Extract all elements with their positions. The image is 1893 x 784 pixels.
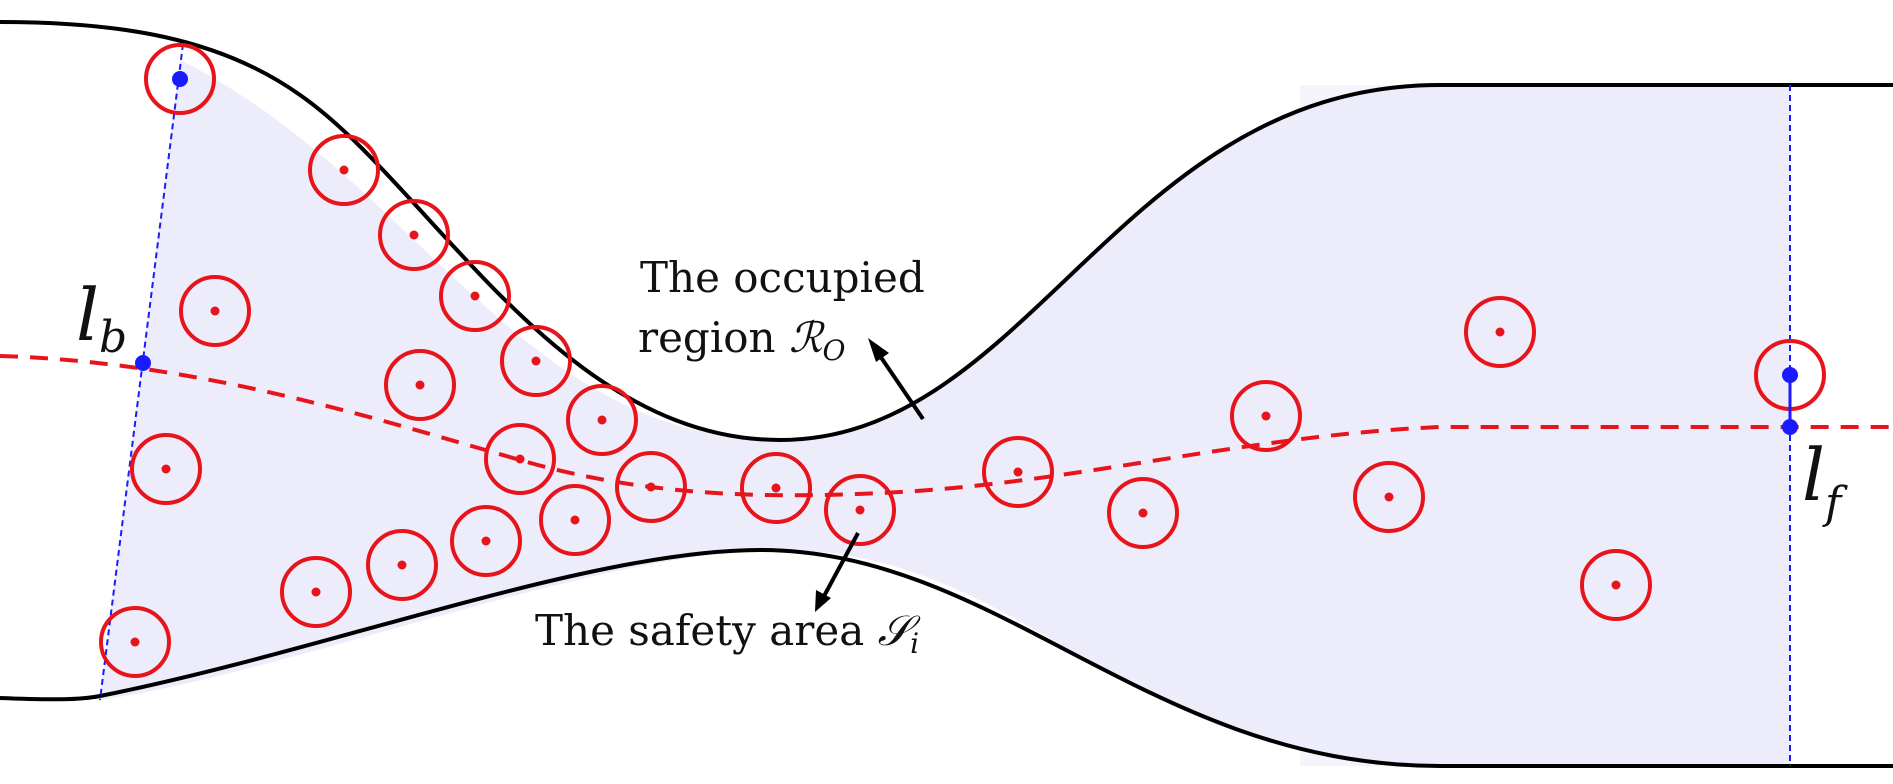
safety-area-circle xyxy=(439,260,511,332)
safety-area-circle xyxy=(824,474,896,546)
safety-area-circle xyxy=(1230,380,1302,452)
safety-area-circle xyxy=(1353,461,1425,533)
safety-area-circle xyxy=(484,423,556,495)
safety-area-circle xyxy=(179,275,251,347)
safety-area-circle xyxy=(450,505,522,577)
safety-area-circle xyxy=(384,349,456,421)
safety-area-circle xyxy=(280,556,352,628)
agent-center-dot xyxy=(161,464,171,474)
safety-area-circle xyxy=(1464,296,1536,368)
occupied-arrowhead xyxy=(868,338,889,362)
agent-center-dot xyxy=(1138,508,1148,518)
agent-center-dot xyxy=(210,306,220,316)
agent-center-dot xyxy=(397,560,407,570)
agent-center-dot xyxy=(130,637,140,647)
agent-center-dot xyxy=(570,515,580,525)
agent-center-dot xyxy=(470,291,480,301)
agent-center-dot xyxy=(1384,492,1394,502)
safety-area-circle xyxy=(615,451,687,523)
safety-area-circle xyxy=(982,436,1054,508)
lf-label: lf xyxy=(1802,433,1848,529)
safety-area-circle xyxy=(366,529,438,601)
occupied-label-line1: The occupied xyxy=(640,253,925,302)
region-shade-band xyxy=(1300,85,1450,766)
safety-area-circle xyxy=(130,433,202,505)
agent-center-dot xyxy=(415,380,425,390)
occupied-region xyxy=(100,60,1790,766)
safety-label: The safety area 𝒮i xyxy=(535,606,921,660)
safety-area-circle xyxy=(378,199,450,271)
lb-label: lb xyxy=(76,273,127,363)
safety-area-circle xyxy=(144,43,216,115)
safety-arrow xyxy=(821,532,860,599)
agent-center-dot xyxy=(531,356,541,366)
lb-top-marker xyxy=(172,71,188,87)
safety-area-circle xyxy=(500,325,572,397)
safety-area-circle xyxy=(1580,549,1652,621)
agent-center-dot xyxy=(855,505,865,515)
agent-center-dot xyxy=(1611,580,1621,590)
agent-center-dot xyxy=(339,165,349,175)
agent-center-dot xyxy=(409,230,419,240)
safety-area-circle xyxy=(539,484,611,556)
reference-path xyxy=(0,354,1893,498)
agent-center-dot xyxy=(515,454,525,464)
agent-center-dot xyxy=(597,415,607,425)
lb-path-marker xyxy=(135,355,151,371)
corridor-bottom-boundary xyxy=(0,547,1893,768)
line-lb xyxy=(99,43,184,701)
agent-center-dot xyxy=(311,587,321,597)
occupied-label-line2: region ℛO xyxy=(638,313,845,367)
agents-group xyxy=(99,43,1826,678)
safety-area-circle xyxy=(99,606,171,678)
agent-center-dot xyxy=(481,536,491,546)
safety-area-circle xyxy=(740,452,812,524)
occupied-arrow xyxy=(874,348,925,421)
safety-arrowhead xyxy=(815,590,831,612)
safety-area-circle xyxy=(566,384,638,456)
agent-center-dot xyxy=(1495,327,1505,337)
agent-center-dot xyxy=(1261,411,1271,421)
safety-area-circle xyxy=(1107,477,1179,549)
agent-center-dot xyxy=(771,483,781,493)
agent-center-dot xyxy=(1013,467,1023,477)
safety-area-circle xyxy=(308,134,380,206)
agent-center-dot xyxy=(646,482,656,492)
corridor-top-boundary xyxy=(0,20,1893,443)
